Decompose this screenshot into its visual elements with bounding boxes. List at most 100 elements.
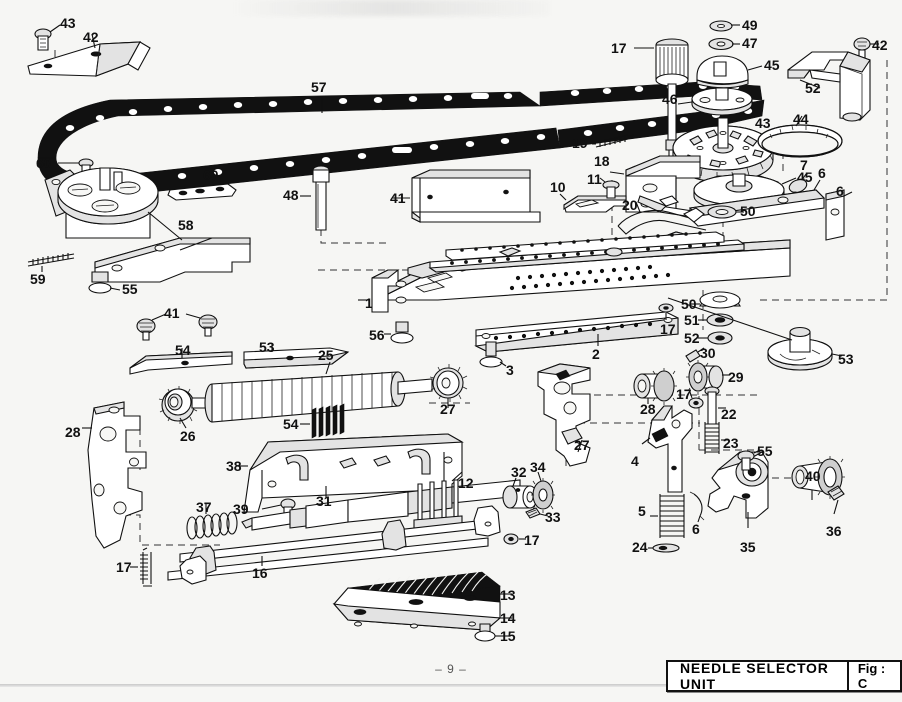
callout-40-num: 37 [196,499,212,515]
callout-59: 54 [175,342,191,358]
callout-4: 4 [631,453,639,469]
part-41-carriage-frame [236,433,464,513]
callout-56: 52 [684,330,700,346]
callout-28-left-num: 26 [180,428,196,444]
callout-11: 11 [587,171,602,187]
part-51-washer [707,205,744,219]
part-53-post-pin [300,165,330,231]
callout-21: 19 [572,135,588,151]
part-68-cover-plate [27,33,151,77]
callout-16: 16 [252,565,268,581]
callout-15: 15 [500,628,516,644]
callout-54-bushing: 50 [681,296,697,312]
callout-61: 55 [757,443,773,459]
callout-64: 58 [178,217,194,233]
callout-18: 17 [116,559,132,575]
callout-39: 36 [826,523,842,539]
callout-60-leaf: 54 [283,416,299,432]
callout-31: 28 [640,401,656,417]
part-28-gear-hub-right [429,364,468,408]
callout-57: 52 [805,80,821,96]
callout-54-top: 49 [742,17,758,33]
page-number: – 9 – [435,662,467,676]
callout-60-left: 55 [122,281,138,297]
figure-title-box: NEEDLE SELECTOR UNIT Fig : C [666,660,902,692]
callout-52: 53 [838,351,854,367]
part-30-side-plate [82,401,147,549]
part-5-coil-spring [650,494,685,538]
figure-label: Fig : C [857,661,886,691]
part-43-gear-bushing [791,456,845,500]
callout-63: 57 [311,79,327,95]
callout-38: 35 [740,539,756,555]
part-21-tension-spring [592,134,635,148]
part-11-screw [599,177,620,199]
callout-25: 23 [723,435,739,451]
callout-41: 38 [226,458,242,474]
callout-7: 6 [818,165,826,181]
callout-67: 60 [203,167,219,183]
part-50-disc [677,87,753,116]
callout-35: 32 [511,464,527,480]
part-49-cap [696,55,763,89]
callout-43-num: 40 [805,468,821,484]
callout-68: 42 [83,29,99,45]
callout-29-num: 27 [574,437,590,453]
part-29-selector-bracket [537,363,591,467]
callout-32: 29 [728,369,744,385]
part-52-cam-base [767,326,843,371]
part-60-leaf-spring-stack [300,403,345,439]
part-69-screw [34,24,61,51]
callout-17-upper: 17 [660,321,676,337]
callout-26: 24 [632,539,648,555]
part-45-rivets [136,313,218,341]
part-33-pin [685,347,705,363]
callout-2: 2 [592,346,600,362]
callout-53-post: 48 [283,187,299,203]
callout-66: 60 [36,155,52,171]
callout-34: 31 [316,493,332,509]
part-17-washer-upper [658,303,674,320]
part-2-front-rail [474,311,679,353]
callout-42: 39 [233,501,249,517]
part-64-rotary-head [44,167,183,241]
part-39-roll-pin [827,485,845,515]
callout-33: 30 [700,345,716,361]
part-38-bell-crank [707,451,769,528]
callout-49: 45 [764,57,780,73]
part-36-roll-pin [525,507,549,519]
callout-69: 43 [60,15,76,31]
callout-6-bracket: 6 [836,183,844,199]
callout-28-right: 27 [440,401,456,417]
callout-58: 53 [259,339,275,355]
part-54-bushing [690,291,741,309]
callout-45-topright: 42 [872,37,888,53]
callout-8: 7 [800,157,808,173]
callout-19: 17 [611,40,627,56]
part-16-guide-rods [167,505,501,585]
part-26-pin [648,543,680,553]
callout-13: 13 [500,587,516,603]
callout-20: 18 [594,153,610,169]
callout-46: 43 [755,115,771,131]
part-31-gear [633,368,677,405]
callout-51: 50 [740,203,756,219]
callout-14: 14 [500,610,516,626]
part-3-screw [479,341,507,368]
part-6-hook-spring [689,491,705,523]
part-37-gear [531,471,555,513]
part-20-bracket [609,155,713,221]
part-35-collar [502,477,538,509]
part-67-link-plate [167,179,237,201]
callout-45-left: 41 [164,305,180,321]
part-47-o-ring-belt [757,115,843,158]
part-28-gear-hub-left [158,386,198,429]
callout-10: 10 [550,179,566,195]
part-65-spring [27,253,75,272]
callout-47: 44 [793,111,809,127]
part-27-cam-drum [191,361,433,423]
callout-12: 12 [458,475,474,491]
part-56-washer [698,331,733,345]
part-57-cover-bracket [787,51,871,122]
footer-rule [0,684,902,687]
